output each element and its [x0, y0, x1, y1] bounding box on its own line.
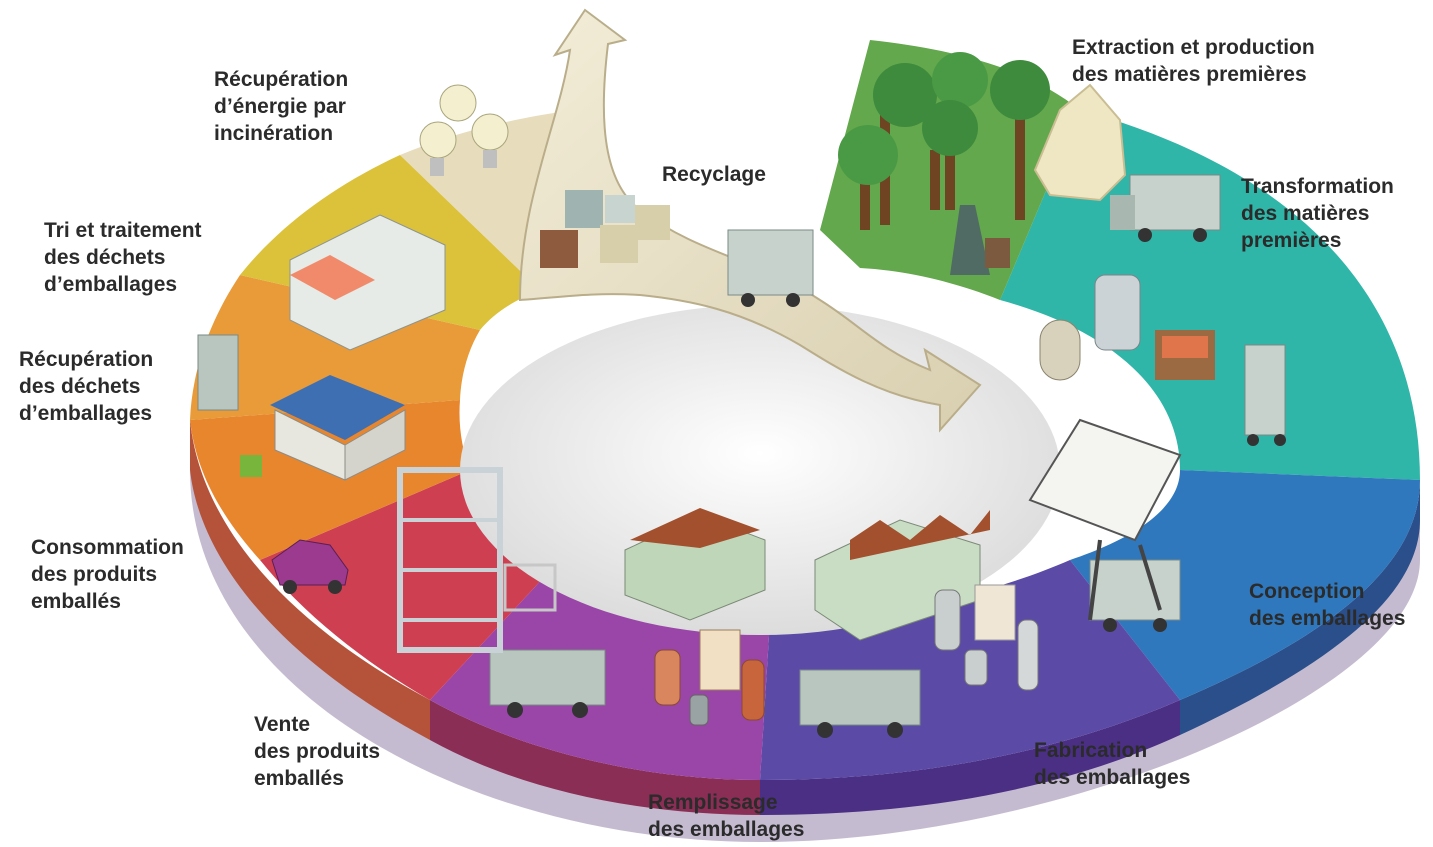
- segment-transformation: [1000, 110, 1420, 480]
- segment-conception: [1070, 470, 1420, 700]
- label-remplissage: Remplissage des emballages: [648, 789, 804, 843]
- conception-scene: [1028, 418, 1182, 621]
- store-scene: [397, 467, 557, 653]
- ring-side: [190, 420, 1420, 842]
- label-line: Tri et traitement: [44, 219, 202, 242]
- label-fabrication: Fabrication des emballages: [1034, 737, 1190, 791]
- label-consommation: Consommation des produits emballés: [31, 534, 184, 615]
- label-line: Récupération: [19, 348, 154, 371]
- label-line: des emballages: [648, 818, 805, 841]
- recycled-materials: [540, 190, 670, 268]
- label-line: Extraction et production: [1072, 36, 1315, 59]
- label-conception: Conception des emballages: [1249, 578, 1405, 632]
- transformation-scene: [1039, 274, 1215, 381]
- label-line: incinération: [214, 122, 334, 145]
- label-line: des déchets: [44, 246, 166, 269]
- label-extraction: Extraction et production des matières pr…: [1072, 34, 1315, 88]
- segment-recuperation: [190, 275, 480, 420]
- trucks: [197, 174, 1286, 738]
- label-line: premières: [1241, 229, 1342, 252]
- label-line: des produits: [254, 740, 381, 763]
- label-line: Vente: [254, 713, 311, 736]
- label-line: d’emballages: [19, 402, 153, 425]
- house: [240, 375, 406, 481]
- label-tri: Tri et traitement des déchets d’emballag…: [44, 217, 202, 298]
- car: [271, 539, 349, 594]
- label-recuperation-dechets: Récupération des déchets d’emballages: [19, 346, 153, 427]
- label-line: Transformation: [1241, 175, 1394, 198]
- factories: [624, 508, 990, 641]
- label-line: Recyclage: [662, 163, 766, 186]
- label-line: emballés: [254, 767, 344, 790]
- label-line: Remplissage: [648, 791, 778, 814]
- containers: [654, 584, 1039, 726]
- label-line: des emballages: [1034, 766, 1191, 789]
- label-energie: Récupération d’énergie par incinération: [214, 66, 348, 147]
- label-line: emballés: [31, 590, 121, 613]
- label-line: Fabrication: [1034, 739, 1148, 762]
- sorting-plant: [289, 214, 446, 351]
- label-line: Consommation: [31, 536, 184, 559]
- label-vente: Vente des produits emballés: [254, 711, 380, 792]
- label-line: des produits: [31, 563, 158, 586]
- label-line: des matières premières: [1072, 63, 1307, 86]
- label-line: Récupération: [214, 68, 349, 91]
- label-line: des déchets: [19, 375, 141, 398]
- label-recyclage: Recyclage: [662, 161, 766, 188]
- label-line: des emballages: [1249, 607, 1406, 630]
- label-line: d’emballages: [44, 273, 178, 296]
- label-line: d’énergie par: [214, 95, 346, 118]
- label-line: des matières: [1241, 202, 1370, 225]
- light-bulbs: [419, 84, 509, 176]
- extraction-scene: [838, 52, 1127, 275]
- label-transformation: Transformation des matières premières: [1241, 173, 1394, 254]
- label-line: Conception: [1249, 580, 1365, 603]
